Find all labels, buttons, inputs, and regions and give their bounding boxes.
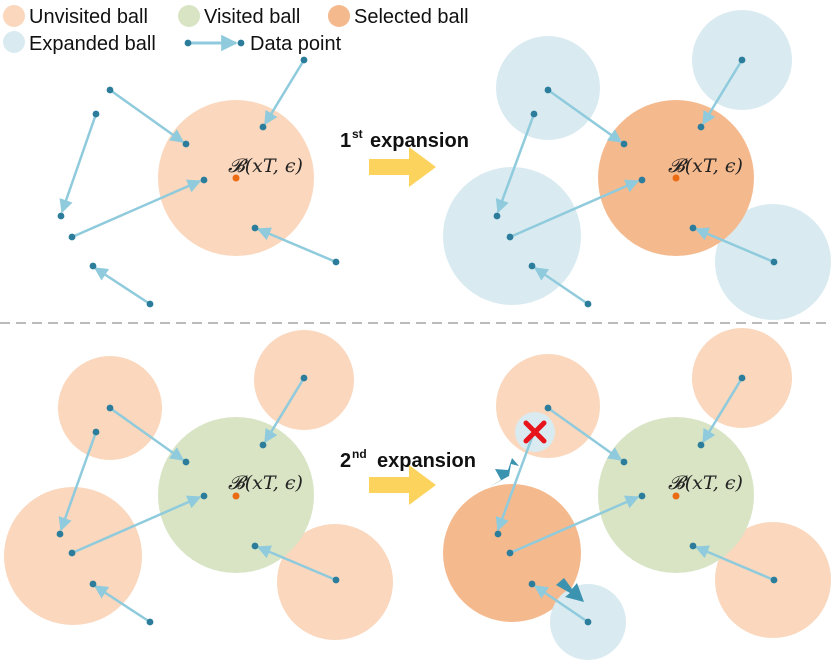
legend-expanded-swatch (3, 31, 25, 53)
data-point-dots (493, 56, 778, 308)
data-points (59, 59, 337, 306)
step-label: expansion (377, 450, 476, 472)
panel-initial: 𝓑(𝑥T, 𝜖) (57, 56, 340, 308)
legend-expanded-label: Expanded ball (29, 33, 156, 55)
panel-first-expansion: 𝓑(𝑥T, 𝜖) (443, 10, 831, 320)
ball-label: 𝓑(𝑥T, 𝜖) (668, 472, 743, 494)
data-points (495, 377, 775, 624)
step-second-expansion: 2 nd expansion (340, 447, 476, 505)
step-first-expansion: 1 st expansion (340, 127, 469, 187)
step-ordinal: 2 (340, 450, 351, 472)
data-point-dots (57, 56, 340, 308)
query-center (672, 492, 680, 500)
panel-second-expansion: 𝓑(𝑥T, 𝜖) (443, 328, 831, 660)
legend-visited-label: Visited ball (204, 6, 300, 28)
red-x-icon (523, 420, 547, 444)
panel-second-start: 𝓑(𝑥T, 𝜖) (4, 330, 393, 640)
step-ordinal-suffix: nd (352, 447, 367, 461)
ball-label: 𝓑(𝑥T, 𝜖) (668, 155, 743, 177)
ball-label: 𝓑(𝑥T, 𝜖) (228, 155, 303, 177)
teal-push-arrow-icon (489, 458, 519, 487)
yellow-step-arrow-icon (369, 465, 436, 505)
query-center (232, 174, 240, 182)
legend-selected-label: Selected ball (354, 6, 469, 28)
legend-unvisited-swatch (3, 5, 25, 27)
data-point-dots (56, 374, 340, 626)
legend-data-point-arrow (184, 34, 245, 52)
data-points (495, 59, 775, 306)
legend-selected-swatch (328, 5, 350, 27)
step-ordinal-suffix: st (352, 127, 363, 141)
step-label: expansion (370, 130, 469, 152)
query-center (232, 492, 240, 500)
teal-push-arrow-icon (556, 578, 584, 602)
legend: Unvisited ball Visited ball Selected bal… (3, 5, 469, 55)
ball-label: 𝓑(𝑥T, 𝜖) (228, 472, 303, 494)
data-points (58, 377, 337, 624)
yellow-step-arrow-icon (369, 147, 436, 187)
data-point-dots (494, 374, 778, 626)
legend-visited-swatch (178, 5, 200, 27)
legend-unvisited-label: Unvisited ball (29, 6, 148, 28)
query-center (672, 174, 680, 182)
step-ordinal: 1 (340, 130, 351, 152)
legend-data-point-label: Data point (250, 33, 342, 55)
